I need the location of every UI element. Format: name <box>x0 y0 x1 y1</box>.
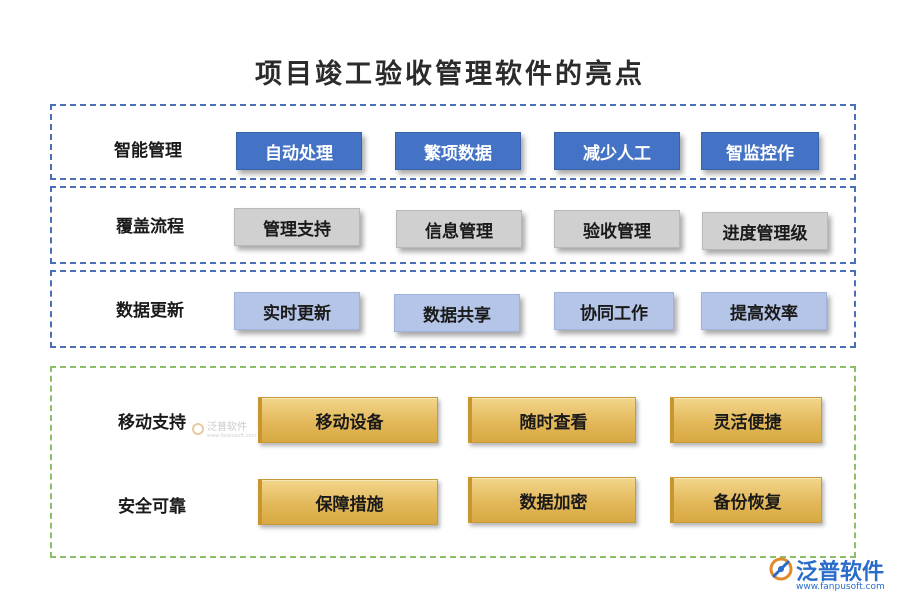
feature-box: 灵活便捷 <box>670 397 822 443</box>
section-data-update: 数据更新 实时更新 数据共享 协同工作 提高效率 <box>50 270 856 348</box>
fanpu-logo-icon <box>769 557 793 581</box>
feature-box: 实时更新 <box>234 292 360 330</box>
section-coverage-process: 覆盖流程 管理支持 信息管理 验收管理 进度管理级 <box>50 186 856 264</box>
row-label-mobile: 移动支持 <box>118 413 186 433</box>
feature-box: 随时查看 <box>468 397 636 443</box>
feature-box: 数据共享 <box>394 294 520 332</box>
section-label: 智能管理 <box>114 141 182 161</box>
watermark-icon <box>192 422 204 435</box>
logo-name: 泛普软件 <box>796 560 885 585</box>
feature-box: 移动设备 <box>258 397 438 443</box>
row-label-security: 安全可靠 <box>118 497 186 517</box>
feature-box: 信息管理 <box>396 210 522 248</box>
section-mobile-security: 移动支持 移动设备 随时查看 灵活便捷 安全可靠 保障措施 数据加密 备份恢复 <box>50 366 856 558</box>
feature-box: 提高效率 <box>701 292 827 330</box>
section-smart-management: 智能管理 自动处理 繁项数据 减少人工 智监控作 <box>50 104 856 180</box>
logo-url: www.fanpusoft.com <box>796 582 885 592</box>
watermark-sub: www.fanpusoft.com <box>207 433 257 439</box>
feature-box: 自动处理 <box>236 132 362 170</box>
feature-box: 验收管理 <box>554 210 680 248</box>
feature-box: 协同工作 <box>554 292 674 330</box>
brand-logo: 泛普软件 www.fanpusoft.com <box>766 552 896 596</box>
section-label: 数据更新 <box>116 301 184 321</box>
feature-box: 减少人工 <box>554 132 680 170</box>
feature-box: 数据加密 <box>468 477 636 523</box>
section-label: 覆盖流程 <box>116 217 184 237</box>
feature-box: 智监控作 <box>701 132 819 170</box>
feature-box: 保障措施 <box>258 479 438 525</box>
feature-box: 繁项数据 <box>395 132 521 170</box>
feature-box: 进度管理级 <box>702 212 828 250</box>
page-title: 项目竣工验收管理软件的亮点 <box>255 59 645 90</box>
watermark-text: 泛普软件 <box>207 422 247 433</box>
feature-box: 管理支持 <box>234 208 360 246</box>
feature-box: 备份恢复 <box>670 477 822 523</box>
watermark: 泛普软件 www.fanpusoft.com <box>192 418 256 439</box>
